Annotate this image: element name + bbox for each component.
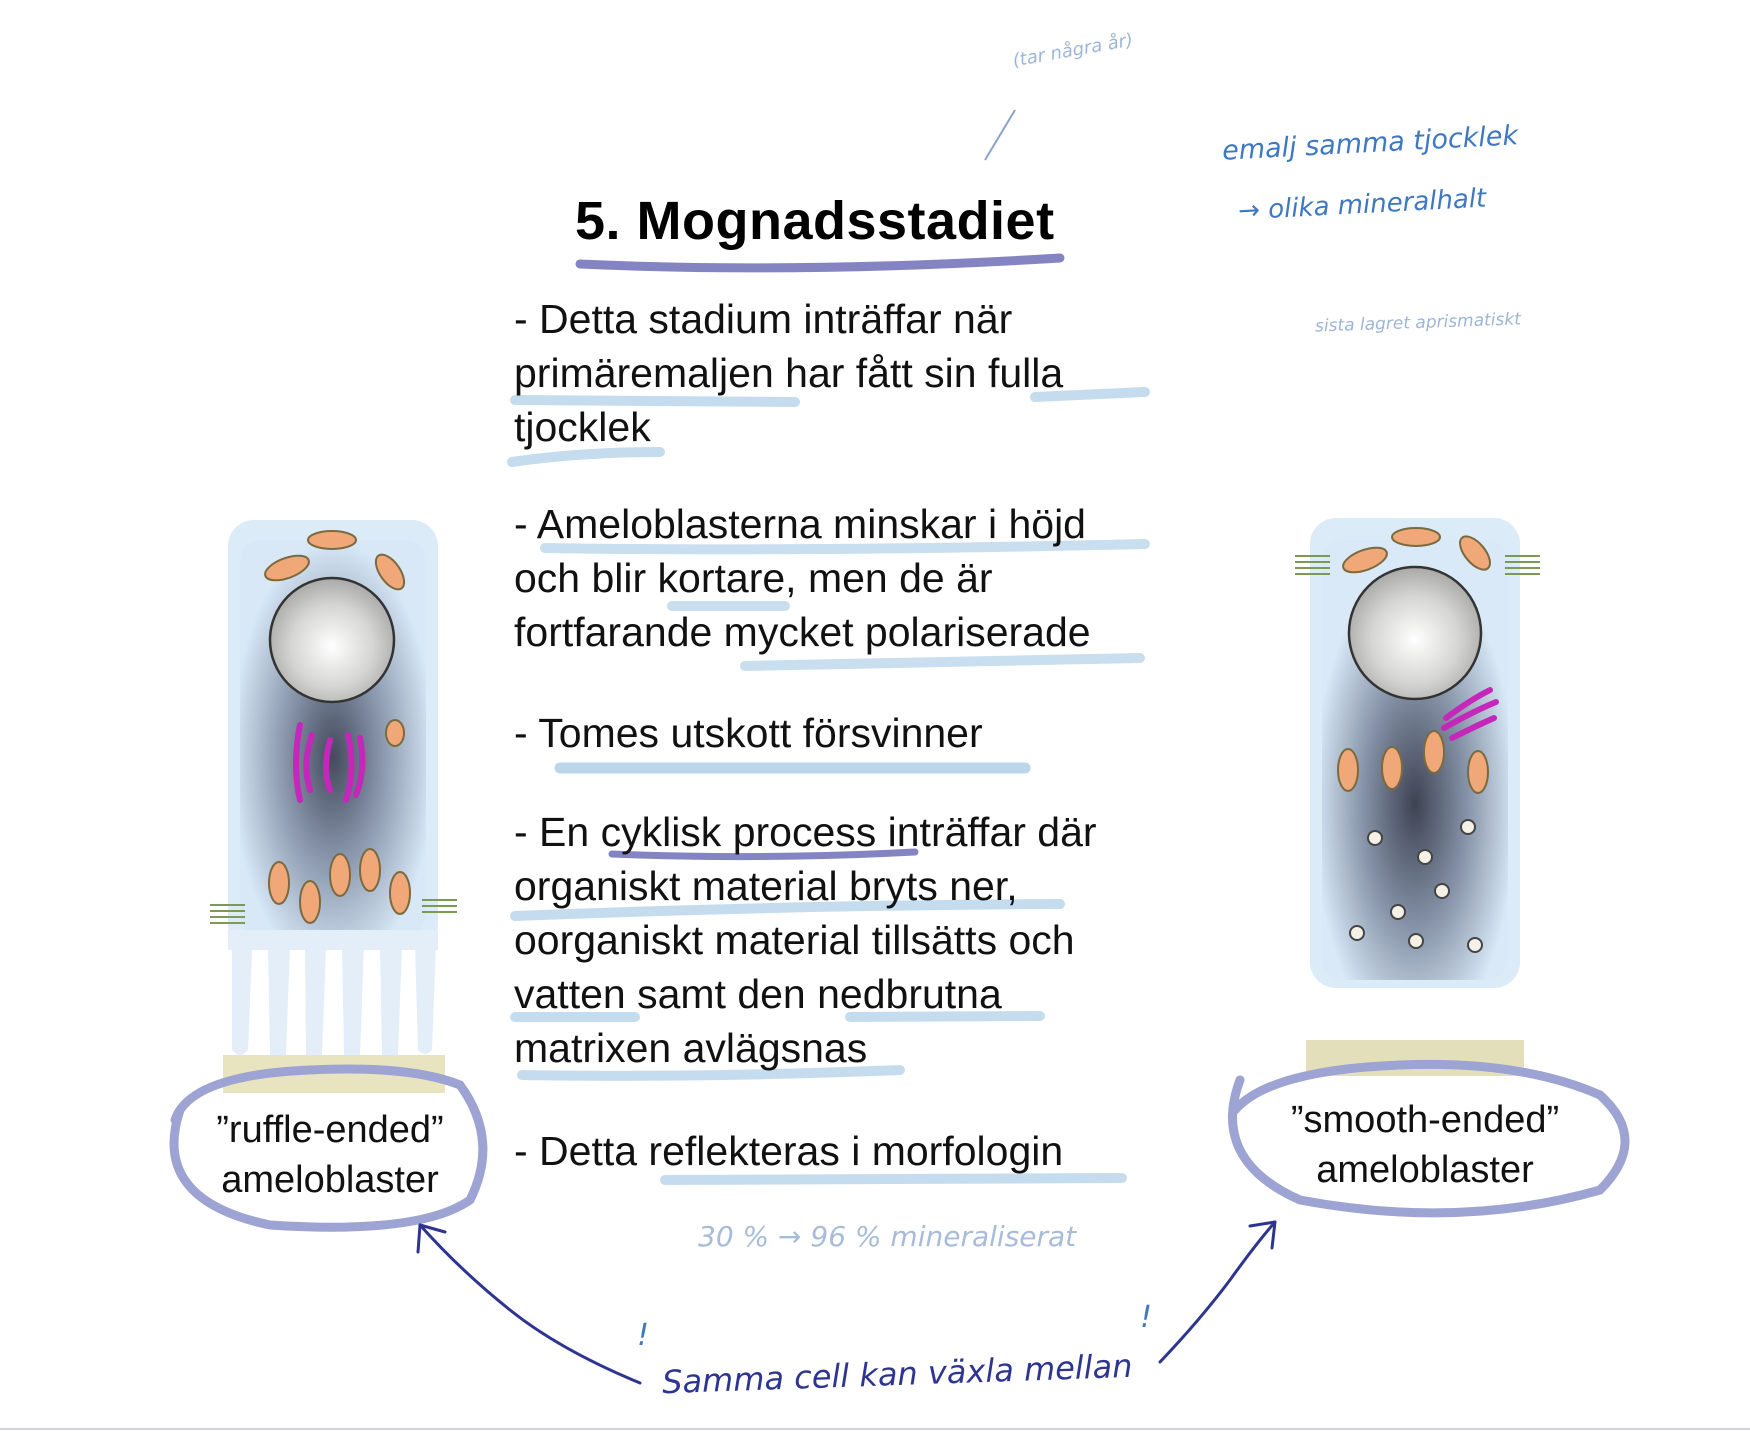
highlight-reflekteras: [660, 1173, 1127, 1185]
bullet-4: - En cyklisk process inträffar där organ…: [514, 809, 1097, 1071]
highlight-ameloblasterna: [540, 539, 1150, 555]
smooth-ended-cell: [1295, 518, 1540, 1076]
ruffle-ended-cell: [210, 520, 457, 1093]
highlight-organiskt: [510, 899, 1065, 921]
right-caption-circle: [1228, 1059, 1630, 1218]
left-arrow: [416, 1223, 642, 1385]
highlight-fulla: [1030, 387, 1150, 402]
underline-cyklisk: [608, 848, 919, 861]
page-title: 5. Mognadsstadiet: [575, 191, 1055, 251]
highlight-primaremaljen: [510, 395, 800, 407]
right-arrow: [1158, 1220, 1277, 1364]
bullet-5: - Detta reflekteras i morfologin: [514, 1128, 1064, 1174]
ruffle-ended-caption: ”ruffle-ended” ameloblaster: [216, 1109, 444, 1201]
pointer-stroke: [984, 109, 1016, 161]
title-underline: [575, 253, 1065, 273]
exclamation-left: !: [637, 1318, 650, 1353]
smooth-ended-caption: ”smooth-ended” ameloblaster: [1290, 1099, 1560, 1191]
highlight-polariserade: [740, 653, 1145, 671]
highlight-matrixen: [517, 1065, 905, 1081]
highlight-tjocklek: [507, 447, 665, 467]
highlight-nedbrutna: [845, 1011, 1045, 1022]
note-mineraliserat: 30 % → 96 % mineraliserat: [698, 1220, 1077, 1253]
bullet-1: - Detta stadium inträffar när primäremal…: [514, 296, 1064, 450]
bullet-2: - Ameloblasterna minskar i höjd och blir…: [514, 501, 1091, 655]
left-caption-circle: [169, 1064, 488, 1232]
page-bottom-divider: [0, 1428, 1750, 1430]
bullet-3: - Tomes utskott försvinner: [514, 710, 983, 756]
exclamation-right: !: [1140, 1300, 1153, 1335]
